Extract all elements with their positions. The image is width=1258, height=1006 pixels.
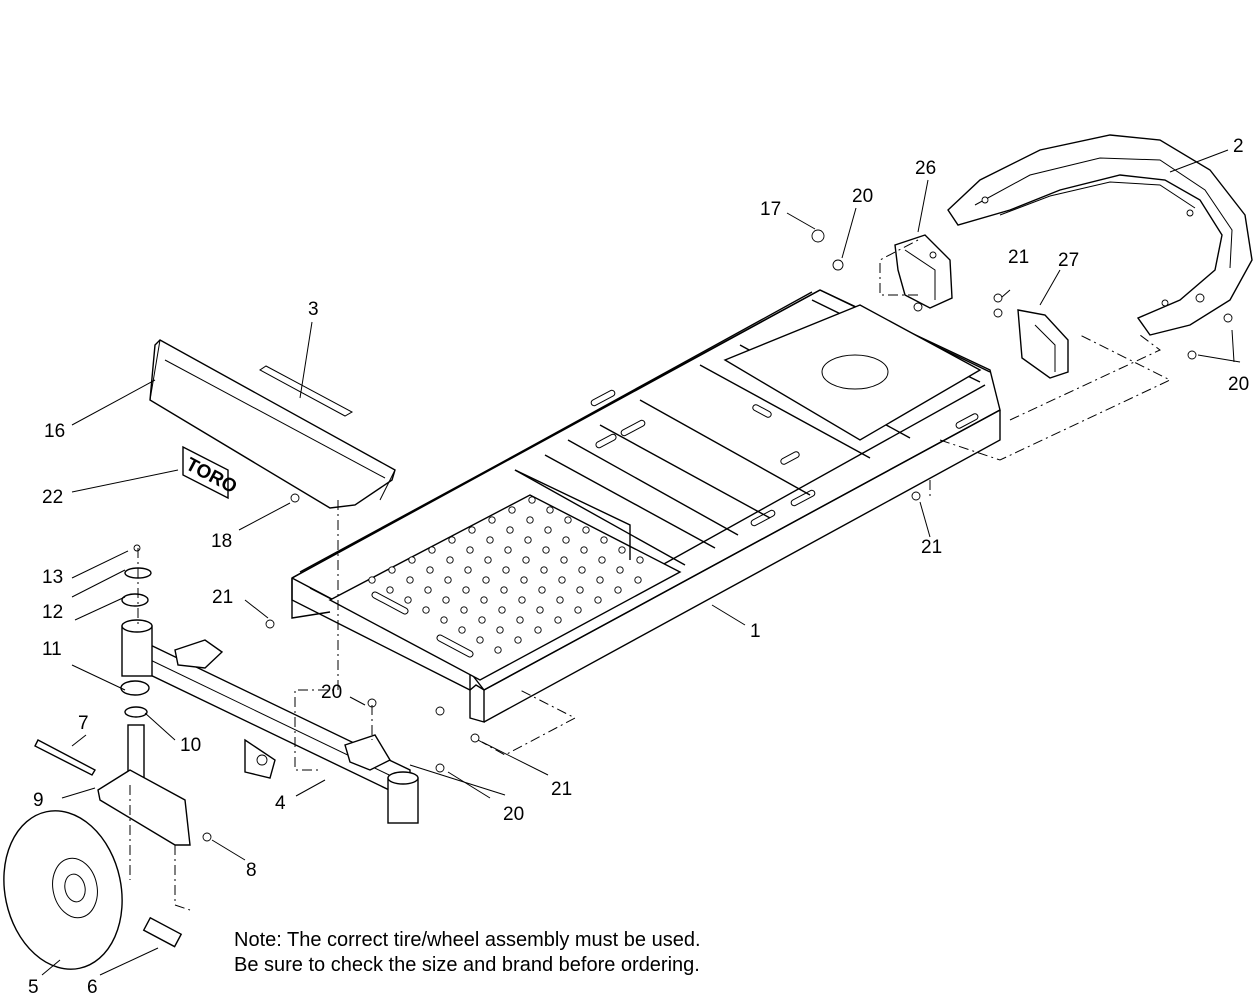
caster-parts xyxy=(34,544,212,846)
note-line-2: Be sure to check the size and brand befo… xyxy=(234,954,700,976)
bracket-26 xyxy=(894,234,953,312)
callout-4: 4 xyxy=(275,793,286,814)
callout-8: 8 xyxy=(246,860,257,881)
callout-18: 18 xyxy=(211,531,232,552)
callout-13: 13 xyxy=(42,567,63,588)
callout-21-left: 21 xyxy=(212,587,233,608)
callout-12: 12 xyxy=(42,602,63,623)
callouts: 1 2 3 4 5 6 7 8 9 10 11 12 13 16 17 18 2… xyxy=(28,136,1249,998)
caster-wheel xyxy=(3,810,183,970)
assembly-lines xyxy=(129,239,1172,911)
callout-6: 6 xyxy=(87,977,98,998)
front-cover xyxy=(149,339,396,509)
callout-26: 26 xyxy=(915,158,936,179)
callout-20-axle: 20 xyxy=(321,682,342,703)
callout-21-bracket: 21 xyxy=(1008,247,1029,268)
toro-decal: TORO xyxy=(182,445,240,500)
callout-17: 17 xyxy=(760,199,781,220)
callout-5: 5 xyxy=(28,977,39,998)
callout-27: 27 xyxy=(1058,250,1079,271)
callout-3: 3 xyxy=(308,299,319,320)
callout-21-rear: 21 xyxy=(921,537,942,558)
main-frame xyxy=(291,289,1001,723)
ordering-note: Note: The correct tire/wheel assembly mu… xyxy=(234,928,701,978)
callout-7: 7 xyxy=(78,713,89,734)
callout-20-top: 20 xyxy=(852,186,873,207)
callout-20-rear: 20 xyxy=(1228,374,1249,395)
decal-strip xyxy=(259,365,354,417)
note-line-1: Note: The correct tire/wheel assembly mu… xyxy=(234,929,701,951)
footrest-holes xyxy=(368,496,644,654)
callout-1: 1 xyxy=(750,621,761,642)
front-axle xyxy=(121,619,419,824)
callout-22: 22 xyxy=(42,487,63,508)
callout-9: 9 xyxy=(33,790,44,811)
bracket-27 xyxy=(993,293,1069,379)
callout-2: 2 xyxy=(1233,136,1244,157)
leader-lines xyxy=(41,149,1241,976)
rear-bumper-hoop xyxy=(947,134,1253,336)
fasteners xyxy=(265,229,1233,773)
callout-21-front: 21 xyxy=(551,779,572,800)
callout-16: 16 xyxy=(44,421,65,442)
callout-20-front: 20 xyxy=(503,804,524,825)
callout-11: 11 xyxy=(42,639,62,660)
callout-10: 10 xyxy=(180,735,201,756)
